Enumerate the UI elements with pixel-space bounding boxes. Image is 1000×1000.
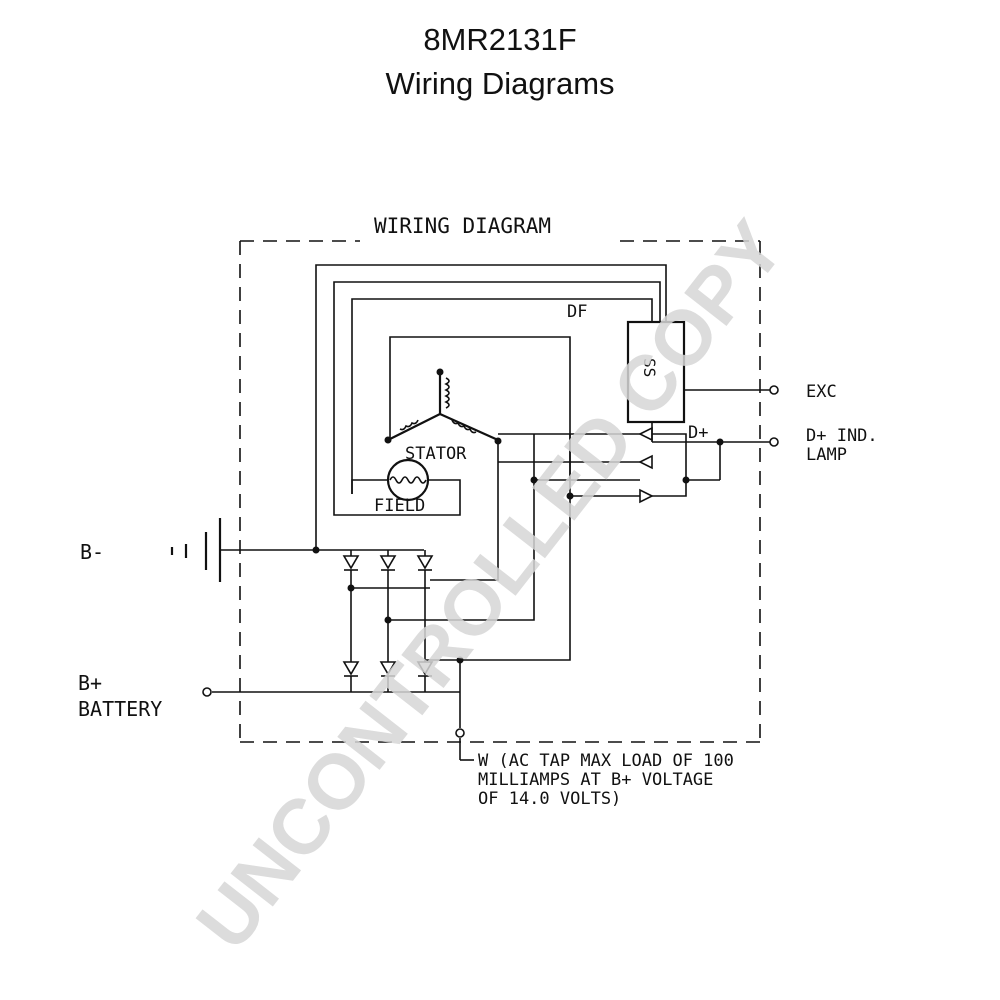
lamp-label: LAMP [806, 445, 847, 465]
phase-wiring [430, 433, 640, 661]
df-label: DF [567, 302, 587, 322]
d-plus-ind-label: D+ IND. [806, 426, 878, 446]
w-label-line1: W (AC TAP MAX LOAD OF 100 [478, 751, 734, 771]
stator-label: STATOR [405, 444, 467, 464]
w-label-line3: OF 14.0 VOLTS) [478, 789, 621, 809]
box-title: WIRING DIAGRAM [374, 214, 551, 238]
exc-terminal[interactable] [769, 385, 779, 395]
uncontrolled-copy-watermark: UNCONTROLLED COPY [179, 204, 801, 965]
d-plus-label: D+ [688, 423, 708, 443]
field-winding [333, 458, 461, 516]
regulator-wiring [315, 264, 667, 550]
b-plus-terminal[interactable] [202, 687, 212, 697]
page-title: Wiring Diagrams [385, 66, 615, 101]
enclosure-outline [239, 240, 761, 743]
w-terminal[interactable] [455, 728, 465, 738]
b-plus-label: B+ [78, 671, 102, 695]
w-label-line2: MILLIAMPS AT B+ VOLTAGE [478, 770, 713, 790]
model-number: 8MR2131F [423, 22, 577, 57]
exc-label: EXC [806, 382, 837, 402]
ground-symbol [170, 518, 316, 582]
field-label: FIELD [374, 496, 425, 516]
stator-winding [387, 372, 499, 442]
diode-trio [638, 426, 721, 504]
regulator-label: SS [640, 358, 659, 377]
battery-label: BATTERY [78, 697, 162, 721]
b-minus-label: B- [80, 540, 104, 564]
w-tap-wiring [459, 660, 474, 761]
d-plus-terminal[interactable] [769, 437, 779, 447]
